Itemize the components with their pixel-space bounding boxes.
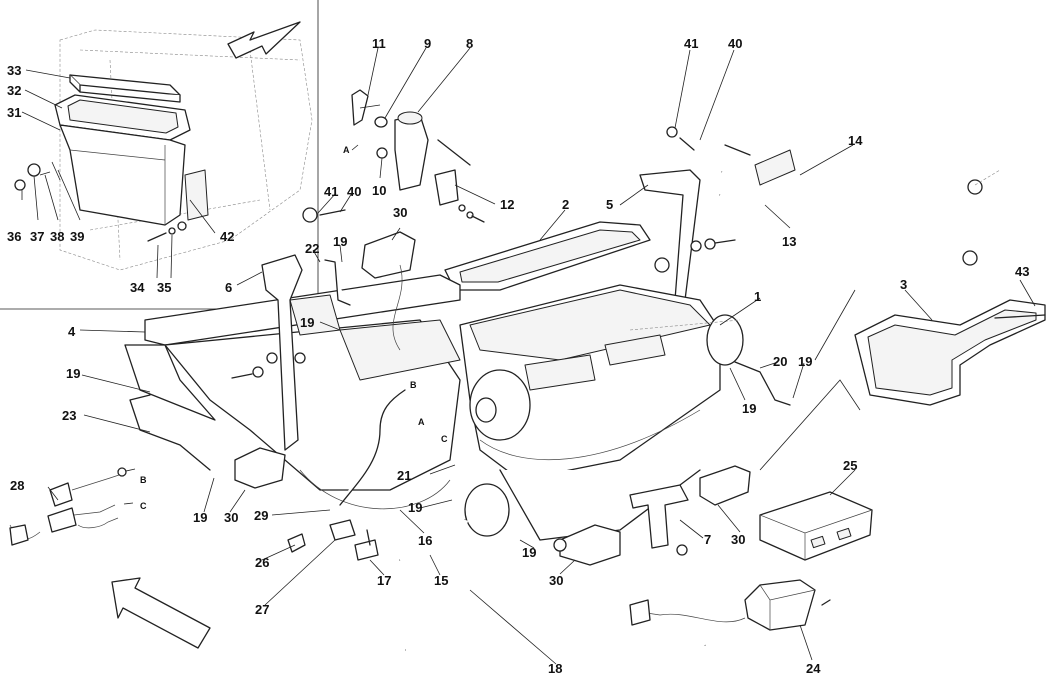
- callout-31: 31: [7, 105, 21, 120]
- mark-b: B: [410, 380, 417, 390]
- bracket-7: [629, 484, 689, 556]
- callout-3: 3: [900, 277, 907, 292]
- mark-c: C: [140, 501, 147, 511]
- callout-38: 38: [50, 229, 64, 244]
- support-bracket-5: [639, 126, 736, 301]
- control-unit-25: [759, 491, 873, 561]
- callout-19: 19: [193, 510, 207, 525]
- callout-8: 8: [466, 36, 473, 51]
- actuator-30-left: [234, 447, 286, 489]
- callout-42: 42: [220, 229, 234, 244]
- left-duct-4: [124, 274, 461, 510]
- callout-19: 19: [300, 315, 314, 330]
- callout-22: 22: [305, 241, 319, 256]
- callout-29: 29: [254, 508, 268, 523]
- callout-13: 13: [782, 234, 796, 249]
- direction-arrow-icon: [227, 21, 301, 59]
- callout-23: 23: [62, 408, 76, 423]
- callout-43: 43: [1015, 264, 1029, 279]
- callout-35: 35: [157, 280, 171, 295]
- callout-1: 1: [754, 289, 761, 304]
- mark-a: A: [418, 417, 425, 427]
- callout-2: 2: [562, 197, 569, 212]
- callout-16: 16: [418, 533, 432, 548]
- callout-7: 7: [704, 532, 711, 547]
- callout-9: 9: [424, 36, 431, 51]
- drain-hoses: [291, 389, 711, 656]
- callout-30: 30: [393, 205, 407, 220]
- callout-21: 21: [397, 468, 411, 483]
- callout-19: 19: [522, 545, 536, 560]
- callout-19: 19: [66, 366, 80, 381]
- connector-marks: A A B C B C: [123, 144, 448, 511]
- actuator-30-right: [699, 465, 751, 506]
- callout-labels: 33 32 31 36 37 38 39 42 34 35 11 9 8 10 …: [7, 36, 1029, 675]
- callout-28: 28: [10, 478, 24, 493]
- expansion-valve-group: [351, 89, 485, 223]
- callout-37: 37: [30, 229, 44, 244]
- actuator-30-bottom: [553, 524, 621, 566]
- callout-24: 24: [806, 661, 821, 675]
- callout-30: 30: [731, 532, 745, 547]
- callout-19: 19: [742, 401, 756, 416]
- callout-32: 32: [7, 83, 21, 98]
- callout-19: 19: [408, 500, 422, 515]
- callout-26: 26: [255, 555, 269, 570]
- sensor-harnesses: [129, 259, 791, 471]
- callout-15: 15: [434, 573, 448, 588]
- actuator-30-top: [361, 231, 416, 351]
- callout-20: 20: [773, 354, 787, 369]
- callout-19: 19: [798, 354, 812, 369]
- callout-17: 17: [377, 573, 391, 588]
- main-housing-1: [459, 284, 744, 541]
- callout-41: 41: [684, 36, 698, 51]
- callout-10: 10: [372, 183, 386, 198]
- callout-30: 30: [549, 573, 563, 588]
- module-24: [629, 579, 831, 631]
- callout-18: 18: [548, 661, 562, 675]
- callout-33: 33: [7, 63, 21, 78]
- mark-c: C: [441, 434, 448, 444]
- callout-27: 27: [255, 602, 269, 617]
- refrigerant-pipes: [719, 144, 1001, 266]
- callout-12: 12: [500, 197, 514, 212]
- callout-40: 40: [347, 184, 361, 199]
- leader-lines: [21, 47, 1036, 665]
- callout-4: 4: [68, 324, 76, 339]
- callout-14: 14: [848, 133, 863, 148]
- callout-11: 11: [372, 36, 386, 51]
- seal-3: [854, 299, 1046, 406]
- callout-6: 6: [225, 280, 232, 295]
- callout-36: 36: [7, 229, 21, 244]
- mark-a: A: [343, 145, 350, 155]
- callout-30: 30: [224, 510, 238, 525]
- wiring-harness-28: [9, 467, 127, 546]
- support-bracket-6: [231, 207, 346, 451]
- direction-arrow-icon: [111, 577, 211, 649]
- callout-5: 5: [606, 197, 613, 212]
- callout-39: 39: [70, 229, 84, 244]
- seal-2: [444, 221, 651, 291]
- callout-41: 41: [324, 184, 338, 199]
- callout-19: 19: [333, 234, 347, 249]
- callout-40: 40: [728, 36, 742, 51]
- small-fittings: [287, 519, 379, 561]
- inset-detail-view: [0, 0, 319, 310]
- callout-25: 25: [843, 458, 857, 473]
- mark-b: B: [140, 475, 147, 485]
- callout-34: 34: [130, 280, 145, 295]
